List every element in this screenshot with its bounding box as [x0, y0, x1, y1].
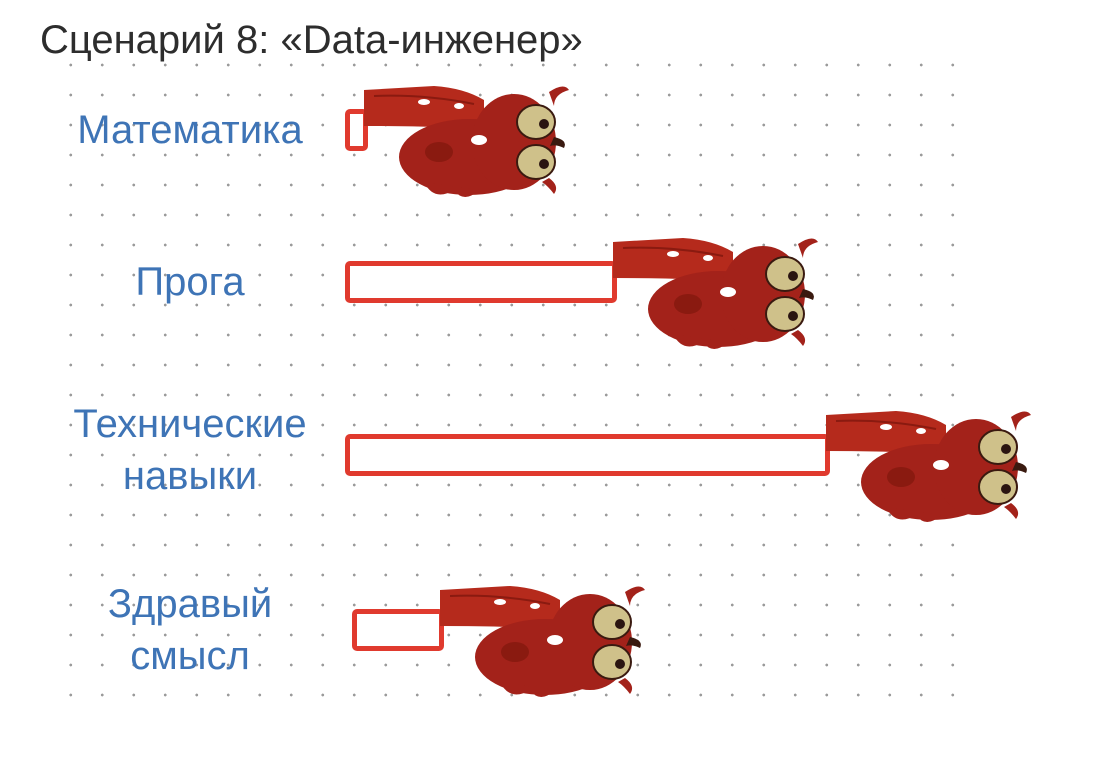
category-label-line: навыки — [122, 454, 258, 498]
category-label: Математика — [40, 104, 340, 156]
category-label-line: Математика — [77, 108, 303, 152]
slide-title: Сценарий 8: «Data-инженер» — [40, 18, 583, 62]
devil-creature-icon — [363, 82, 569, 212]
category-label-line: Здравый — [107, 582, 273, 626]
category-label: Прога — [40, 256, 340, 308]
devil-creature-icon — [439, 582, 645, 712]
category-label-line: Прога — [135, 260, 245, 304]
progress-bar — [345, 109, 368, 151]
devil-creature-icon — [825, 407, 1031, 537]
progress-bar — [345, 261, 617, 303]
progress-bar — [345, 434, 830, 476]
category-label: Технические навыки — [40, 398, 340, 502]
devil-creature-icon — [612, 234, 818, 364]
category-label: Здравый смысл — [40, 578, 340, 682]
category-label-line: Технические — [73, 402, 307, 446]
category-label-line: смысл — [130, 634, 250, 678]
progress-bar — [352, 609, 444, 651]
